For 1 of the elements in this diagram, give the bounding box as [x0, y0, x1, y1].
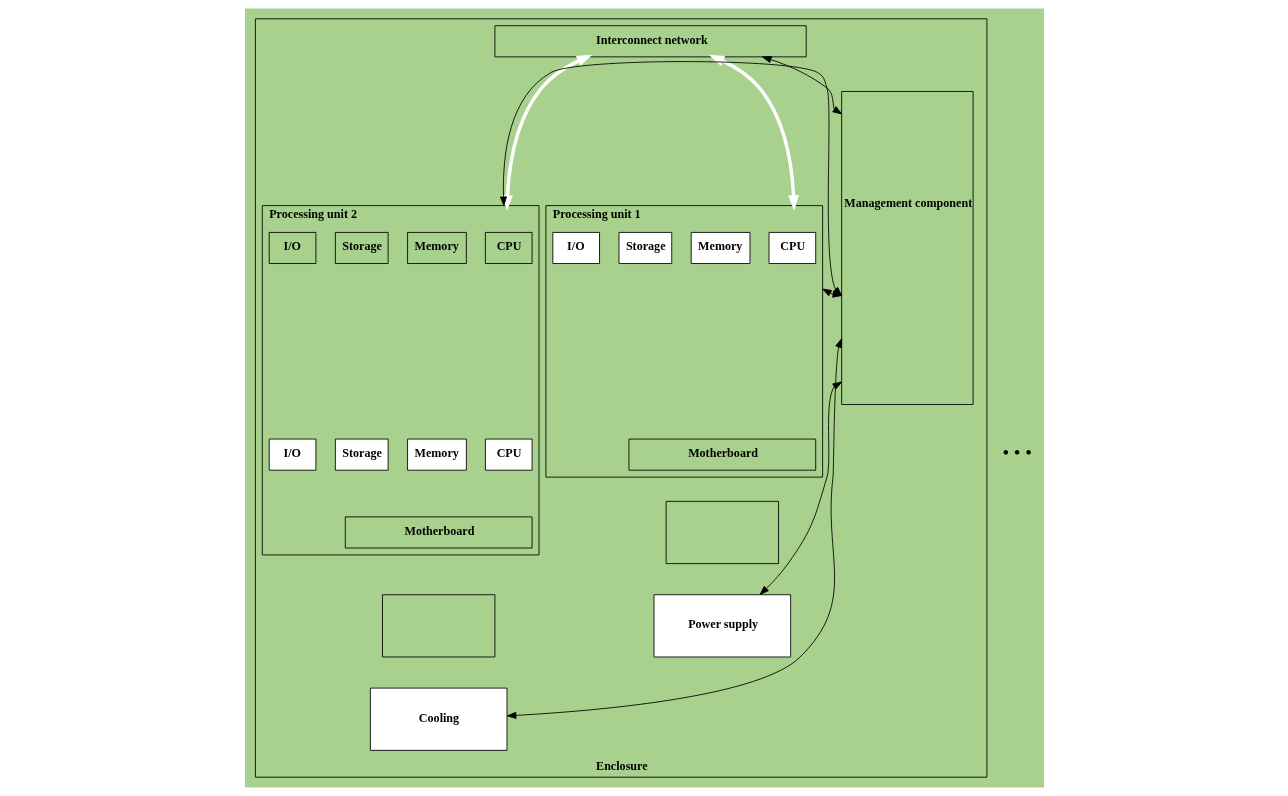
label: • • •	[1001, 442, 1032, 464]
